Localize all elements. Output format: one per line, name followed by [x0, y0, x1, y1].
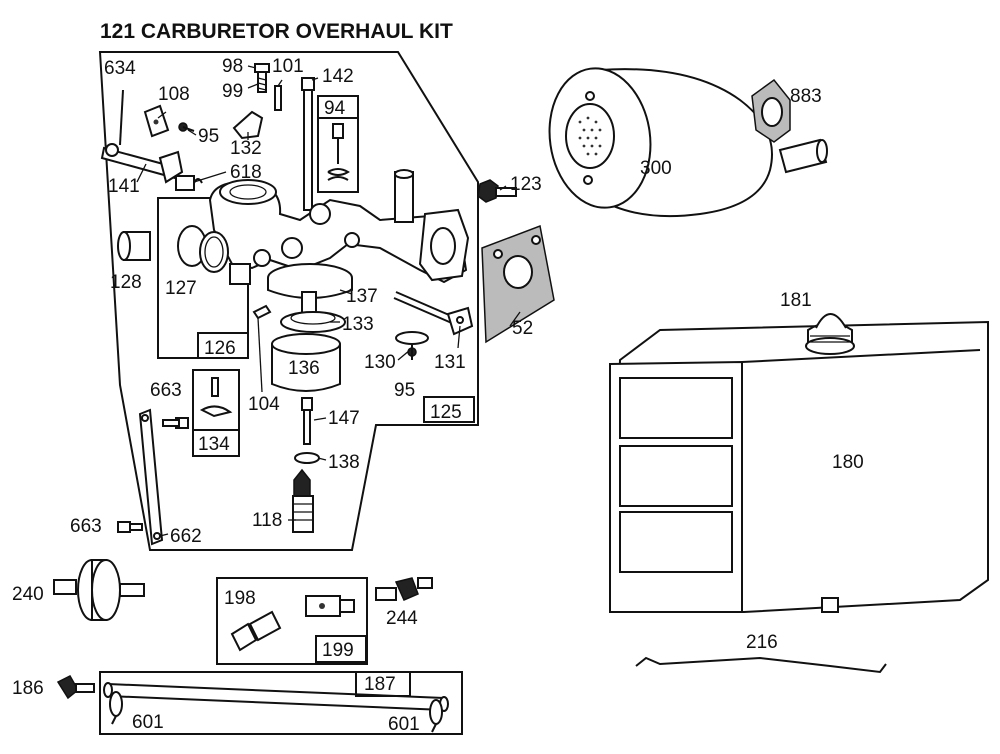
part-142-needle	[301, 77, 315, 211]
diagram-title: 121 CARBURETOR OVERHAUL KIT	[100, 20, 453, 43]
label-130: 130	[364, 352, 396, 373]
part-601a-clamp	[109, 691, 123, 725]
part-662-strap	[138, 408, 164, 546]
label-147: 147	[328, 408, 360, 429]
label-141: 141	[108, 176, 140, 197]
label-181: 181	[780, 290, 812, 311]
label-663b: 663	[70, 516, 102, 537]
label-133: 133	[342, 314, 374, 335]
part-94-needle	[327, 123, 350, 181]
label-618: 618	[230, 162, 262, 183]
kit-199-label-box	[315, 635, 367, 663]
kit-198-199-box	[216, 577, 368, 665]
kit-134-label-box	[192, 429, 240, 457]
part-133-gasket	[280, 311, 346, 333]
part-134-set	[199, 377, 233, 418]
label-601a: 601	[132, 712, 164, 733]
label-180: 180	[832, 452, 864, 473]
label-663a: 663	[150, 380, 182, 401]
label-199: 199	[322, 640, 354, 661]
label-95a: 95	[198, 126, 219, 147]
label-104: 104	[248, 394, 280, 415]
label-132: 132	[230, 138, 262, 159]
label-108: 108	[158, 84, 190, 105]
part-95b-screw	[407, 344, 417, 360]
part-138-washer	[294, 452, 320, 464]
part-132-lever	[232, 110, 264, 140]
part-98-99-screw	[254, 63, 270, 93]
part-240-fuel-filter	[53, 559, 145, 621]
part-883-gasket	[751, 78, 791, 143]
label-240: 240	[12, 584, 44, 605]
label-52: 52	[512, 318, 533, 339]
part-181-fuel-cap	[805, 313, 855, 355]
label-137: 137	[346, 286, 378, 307]
label-244: 244	[386, 608, 418, 629]
part-300-muffler	[548, 67, 828, 218]
leader-lines	[136, 65, 521, 537]
label-601b: 601	[388, 714, 420, 735]
part-663b-screw	[117, 521, 143, 533]
part-187-fuel-line	[103, 682, 449, 712]
part-101-pin	[274, 85, 282, 111]
label-634: 634	[104, 58, 136, 79]
part-618-spring	[175, 175, 203, 191]
label-883: 883	[790, 86, 822, 107]
label-136: 136	[288, 358, 320, 379]
part-198-fitting	[230, 610, 282, 652]
label-186: 186	[12, 678, 44, 699]
label-142: 142	[322, 66, 354, 87]
part-128-spacer	[117, 231, 151, 261]
kit-126-label-box	[197, 332, 249, 359]
part-136-float	[271, 333, 341, 392]
label-131: 131	[434, 352, 466, 373]
part-244-fitting	[375, 577, 433, 601]
label-198: 198	[224, 588, 256, 609]
part-663a-screw	[162, 417, 189, 429]
label-134: 134	[198, 434, 230, 455]
part-123-bolt	[477, 179, 517, 203]
muffler-perforations	[578, 116, 602, 156]
label-94: 94	[324, 98, 346, 119]
part-147-needle	[301, 397, 313, 445]
part-118-nozzle	[292, 468, 314, 533]
label-216: 216	[746, 632, 778, 653]
carburetor-body	[208, 169, 470, 315]
kit-94-label-box	[317, 95, 359, 119]
part-131-bolt	[393, 291, 474, 336]
part-216-rod	[635, 656, 887, 674]
label-123: 123	[510, 174, 542, 195]
part-95-screw	[178, 122, 195, 132]
label-138: 138	[328, 452, 360, 473]
label-662: 662	[170, 526, 202, 547]
label-187: 187	[364, 674, 396, 695]
part-130-washer	[395, 331, 429, 345]
label-125: 125	[430, 402, 462, 423]
label-101: 101	[272, 56, 304, 77]
label-98: 98	[222, 56, 243, 77]
part-601b-clamp	[429, 699, 443, 733]
label-95b: 95	[394, 380, 415, 401]
label-127: 127	[165, 278, 197, 299]
kit-121-outline	[98, 51, 479, 551]
kit-187-box	[99, 671, 463, 735]
part-186-clamp	[56, 675, 95, 700]
label-118: 118	[252, 510, 282, 531]
part-104-pin	[252, 304, 272, 320]
part-199-fitting	[305, 595, 355, 617]
part-127-gaskets	[177, 225, 229, 273]
part-180-fuel-tank	[609, 313, 989, 613]
label-300: 300	[640, 158, 672, 179]
label-128: 128	[110, 272, 142, 293]
kit-125-label-box	[423, 396, 475, 423]
part-52-gasket	[481, 224, 555, 344]
label-126: 126	[204, 338, 236, 359]
label-99: 99	[222, 81, 243, 102]
